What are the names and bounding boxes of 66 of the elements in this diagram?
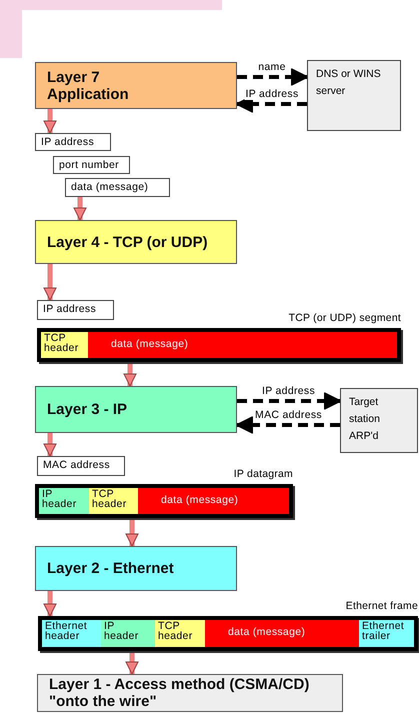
field-label: data (message) — [228, 626, 306, 638]
edge-label: IP address — [244, 88, 300, 100]
layer-title: "onto the wire" — [49, 693, 157, 710]
field-box — [65, 178, 170, 197]
edge-label: MAC address — [254, 409, 323, 421]
arrow — [237, 68, 308, 86]
packet-field — [205, 620, 359, 647]
layer-title: Layer 4 - TCP (or UDP) — [47, 234, 208, 250]
packet-field — [359, 620, 414, 647]
packet-field — [41, 332, 88, 358]
field-label: data (message) — [161, 494, 238, 506]
field-box — [37, 300, 114, 320]
arrow — [236, 416, 340, 434]
field-label: IP header — [104, 620, 138, 642]
field-box — [53, 156, 130, 174]
field-label: TCP header — [44, 332, 78, 354]
arrow — [237, 392, 341, 410]
layer-box — [35, 62, 237, 109]
field-label: data (message) — [111, 338, 188, 350]
field-box — [35, 133, 111, 151]
layer-title: Layer 3 - IP — [47, 401, 128, 418]
packet-field — [88, 332, 397, 358]
arrow — [44, 264, 56, 300]
frame-caption: Ethernet frame — [346, 600, 418, 612]
packet-bar — [38, 616, 418, 651]
field-label: TCP header — [158, 620, 192, 642]
layer-box — [35, 220, 237, 264]
field-label: port number — [59, 159, 119, 171]
station-box — [307, 60, 401, 131]
station-label: Target station ARP'd — [349, 396, 380, 442]
packet-bar — [37, 328, 401, 362]
arrow — [74, 197, 86, 220]
layer-box — [37, 674, 343, 712]
field-label: TCP header — [92, 488, 126, 510]
field-box — [37, 456, 125, 476]
packet-field — [155, 620, 205, 647]
field-label: Ethernet header — [45, 620, 88, 642]
packet-field — [101, 620, 155, 647]
packet-field — [39, 488, 89, 514]
field-label: Ethernet trailer — [362, 620, 404, 642]
packet-field — [89, 488, 138, 514]
arrow — [126, 653, 138, 674]
arrow — [44, 433, 56, 456]
layer-box — [35, 386, 237, 433]
edge-label: name — [257, 61, 287, 73]
layer-title: Layer 2 - Ethernet — [47, 560, 174, 577]
layer-title: Layer 1 - Access method (CSMA/CD) — [49, 676, 310, 693]
arrow — [126, 520, 138, 546]
station-box — [340, 388, 418, 453]
field-label: IP address — [43, 303, 96, 315]
arrow — [44, 109, 56, 134]
packet-bar — [35, 484, 293, 518]
field-label: MAC address — [43, 459, 110, 471]
arrow — [124, 364, 136, 386]
field-label: IP header — [42, 488, 76, 510]
arrow — [44, 591, 56, 616]
frame-caption: IP datagram — [234, 468, 293, 480]
station-label: DNS or WINS server — [316, 68, 381, 97]
field-label: data (message) — [71, 181, 148, 193]
layer-title: Layer 7 Application — [47, 68, 129, 102]
layer-box — [35, 546, 237, 591]
packet-field — [138, 488, 289, 514]
edge-label: IP address — [261, 385, 316, 397]
frame-caption: TCP (or UDP) segment — [288, 312, 401, 324]
field-label: IP address — [41, 136, 94, 148]
packet-field — [42, 620, 101, 647]
